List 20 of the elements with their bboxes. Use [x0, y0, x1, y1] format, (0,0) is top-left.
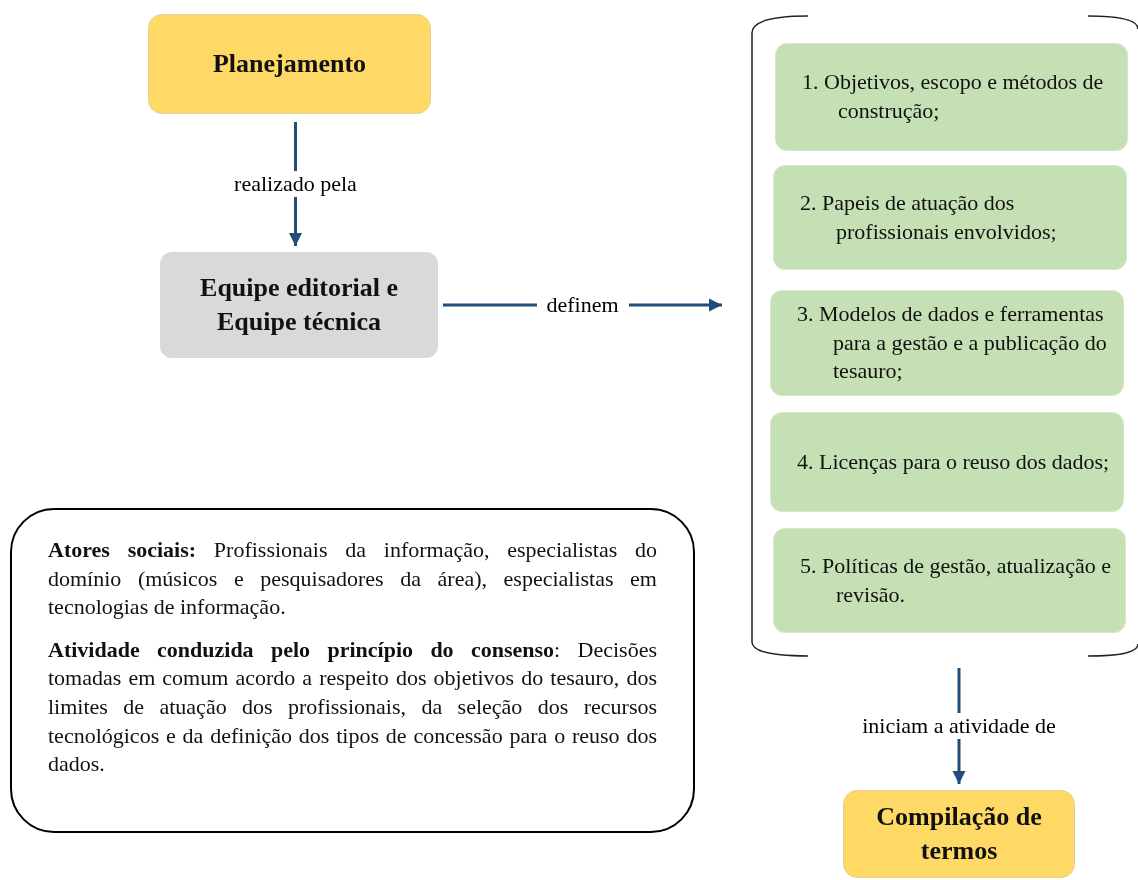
- paragraph: Atores sociais: Profissionais da informação, especialistas do domínio (músicos e pesquisadores da área), especialistas em tecnologias de informação.: [48, 536, 657, 622]
- list-item-text: 2. Papeis de atuação dos profissionais envolvidos;: [799, 188, 1058, 246]
- list-item-text: 3. Modelos de dados e ferramentas para a gestão e a publicação do tesauro;: [796, 300, 1108, 386]
- list-item-box: [773, 165, 1127, 270]
- list-item-text: 5. Políticas de gestão, atualização e revisão.: [799, 551, 1112, 609]
- bracket: [748, 15, 1138, 660]
- note-box: [10, 508, 695, 833]
- node-title: Planejamento: [211, 48, 368, 81]
- paragraph: Atividade conduzida pelo princípio do consenso: Decisões tomadas em comum acordo a respeito dos objetivos do tesauro, dos limites de atuação dos profissionais, da seleção dos recursos tecnológicos e da definição dos tipos de concessão para o reuso dos dados.: [48, 635, 657, 779]
- process-box: [160, 252, 438, 358]
- list-item-box: [770, 290, 1124, 396]
- list-item-text: 4. Licenças para o reuso dos dados;: [796, 447, 1111, 476]
- list-item-box: [773, 528, 1126, 633]
- list-item-text: 1. Objetivos, escopo e métodos de construção;: [801, 68, 1105, 125]
- node-title: Equipe editorial e Equipe técnica: [199, 272, 399, 338]
- process-box: [843, 790, 1075, 878]
- list-item-box: [770, 412, 1124, 512]
- process-box: [148, 14, 431, 114]
- list-item-box: [775, 43, 1128, 151]
- node-title: Compilação de termos: [875, 801, 1043, 867]
